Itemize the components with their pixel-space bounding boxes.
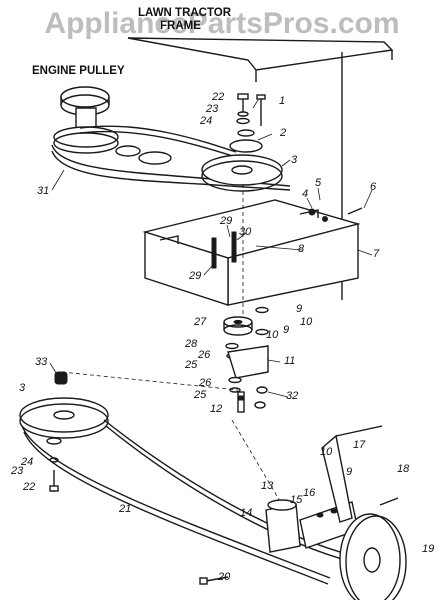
callout-22-lower: 22 bbox=[22, 481, 35, 493]
callout-7: 7 bbox=[373, 248, 380, 260]
callout-23-lower: 23 bbox=[10, 465, 24, 477]
callout-27: 27 bbox=[193, 316, 207, 328]
callout-25-a: 25 bbox=[184, 359, 198, 371]
callout-6: 6 bbox=[370, 181, 377, 193]
callout-3-lower: 3 bbox=[19, 382, 26, 394]
callout-leaders bbox=[49, 99, 373, 398]
upper-drive-belt bbox=[51, 125, 291, 191]
callout-20: 20 bbox=[217, 571, 231, 583]
callout-8: 8 bbox=[298, 243, 305, 255]
callout-5: 5 bbox=[315, 177, 322, 189]
callout-21: 21 bbox=[118, 503, 131, 515]
heading-frame: FRAME bbox=[160, 20, 201, 32]
callout-9-b: 9 bbox=[283, 324, 289, 336]
callout-13: 13 bbox=[261, 480, 274, 492]
callout-11: 11 bbox=[284, 355, 295, 367]
callout-17: 17 bbox=[353, 439, 366, 451]
callout-3-upper: 3 bbox=[291, 154, 298, 166]
callout-10-b: 10 bbox=[266, 329, 279, 341]
callout-26-b: 26 bbox=[198, 377, 212, 389]
callout-10-c: 10 bbox=[320, 446, 333, 458]
callout-25-b: 25 bbox=[193, 389, 207, 401]
mounting-bracket-box bbox=[142, 199, 363, 306]
callout-14: 14 bbox=[240, 507, 252, 519]
callout-22-upper: 22 bbox=[211, 91, 224, 103]
callout-1: 1 bbox=[279, 95, 285, 107]
idler-arm-hardware bbox=[223, 306, 269, 413]
engine-pulley-assembly bbox=[53, 86, 119, 154]
heading-lawn-tractor: LAWN TRACTOR bbox=[138, 7, 232, 19]
callout-4: 4 bbox=[302, 188, 308, 200]
callout-29-b: 29 bbox=[188, 270, 201, 282]
callout-33: 33 bbox=[35, 356, 48, 368]
idler-pulley-upper bbox=[201, 129, 283, 192]
assembly-centerlines bbox=[61, 184, 301, 536]
callout-19: 19 bbox=[422, 543, 434, 555]
heading-engine-pulley: ENGINE PULLEY bbox=[32, 65, 125, 77]
callout-24-upper: 24 bbox=[199, 115, 212, 127]
callout-29-a: 29 bbox=[219, 215, 232, 227]
callout-18: 18 bbox=[397, 463, 410, 475]
callout-15: 15 bbox=[290, 494, 303, 506]
callout-32: 32 bbox=[286, 390, 298, 402]
watermark-text: AppliancePartsPros.com bbox=[44, 7, 399, 40]
callout-9-a: 9 bbox=[296, 303, 302, 315]
callout-numbers: 1 2 3 3 4 5 6 7 8 9 9 9 10 10 10 11 12 1… bbox=[10, 91, 434, 583]
upper-bolt-hardware bbox=[236, 93, 266, 126]
callout-28: 28 bbox=[184, 338, 198, 350]
callout-30: 30 bbox=[239, 226, 252, 238]
callout-2: 2 bbox=[279, 127, 286, 139]
callout-31: 31 bbox=[37, 185, 49, 197]
callout-16: 16 bbox=[303, 487, 316, 499]
callout-23-upper: 23 bbox=[205, 103, 219, 115]
callout-24-lower: 24 bbox=[20, 456, 33, 468]
callout-10-a: 10 bbox=[300, 316, 313, 328]
lower-pulley-assembly bbox=[19, 371, 109, 492]
callout-12: 12 bbox=[210, 403, 222, 415]
lower-drive-belt bbox=[21, 419, 371, 585]
callout-26-a: 26 bbox=[197, 349, 211, 361]
callout-9-c: 9 bbox=[346, 466, 352, 478]
transmission-assembly bbox=[199, 425, 407, 600]
